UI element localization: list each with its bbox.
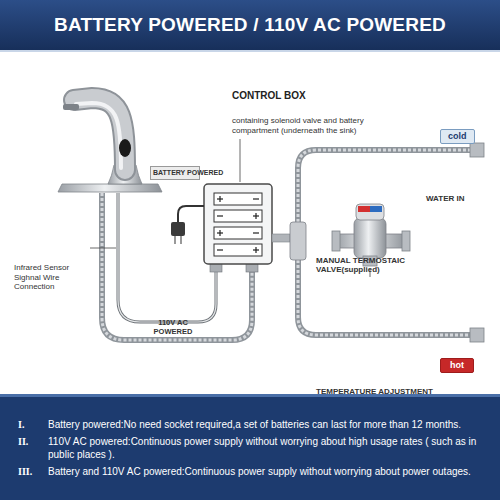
power-tag: BATTERY POWERED [150, 166, 200, 180]
sensor-wire [118, 193, 216, 322]
power-plug [180, 236, 182, 244]
note-text: Battery powered:No need socket required,… [48, 419, 484, 432]
thermostatic-valve [332, 231, 340, 251]
list-numeral: II. [18, 436, 44, 461]
control-box [255, 247, 256, 253]
inlet-label: WATER IN [426, 194, 496, 204]
cold-hose [298, 143, 484, 222]
faucet-illustration [74, 98, 125, 170]
node-text: hot [450, 360, 464, 371]
faucet-illustration [76, 103, 121, 168]
control-box [219, 230, 220, 236]
thermostatic-valve [370, 206, 382, 212]
thermostatic-valve [358, 206, 370, 212]
part-name: Infrared Sensor Sighnal Wire Connection [14, 263, 90, 292]
control-box [204, 184, 272, 272]
sensor-wire [118, 193, 216, 322]
cold-hose [298, 150, 470, 222]
node-text: cold [448, 131, 467, 142]
power-plug [171, 206, 204, 244]
faucet-illustration [58, 98, 162, 192]
thermostatic-valve [402, 231, 410, 251]
hot-hose [470, 328, 484, 342]
power-label: 110V AC POWERED [146, 318, 200, 336]
part-name: MANUAL TERMOSTAIC VALVE(supplied) [316, 256, 446, 275]
notes-panel: I. Battery powered:No need socket require… [0, 394, 500, 500]
sensor-wire [118, 193, 216, 322]
cold-hose [470, 143, 484, 157]
tee-valve [290, 222, 306, 260]
control-box [255, 213, 256, 219]
leader-line [240, 139, 241, 182]
node-text: BATTERY POWERED [153, 169, 197, 177]
inlet-badge: hot [440, 358, 474, 373]
inlet-badge: cold [440, 129, 475, 144]
control-box [214, 227, 262, 239]
control-box [217, 196, 259, 253]
control-box [219, 196, 220, 202]
list-numeral: I. [18, 419, 44, 432]
control-box [214, 210, 262, 222]
faucet-illustration [74, 98, 125, 170]
control-box [217, 215, 223, 216]
faucet-illustration [58, 184, 162, 192]
pipe [272, 234, 290, 242]
title-band [0, 0, 500, 50]
note-text: 110V AC powered:Continuous power supply … [48, 436, 484, 461]
control-box [204, 184, 272, 264]
control-box [214, 193, 262, 205]
note-text: Battery and 110V AC powered:Continuous p… [48, 466, 484, 479]
part-heading: CONTROL BOX [232, 90, 382, 102]
faucet-illustration [119, 139, 131, 157]
thermostatic-valve [356, 204, 384, 220]
control-box [214, 244, 262, 256]
power-plug [174, 236, 176, 244]
title-rule [0, 50, 500, 52]
thermostatic-valve [354, 218, 386, 258]
power-plug [171, 222, 185, 236]
part-description: containing solenoid valve and battery co… [232, 116, 370, 135]
control-box [217, 249, 223, 250]
page-title: BATTERY POWERED / 110V AC POWERED [0, 0, 500, 50]
leader-line [90, 248, 116, 249]
cold-hose [298, 150, 470, 222]
power-plug [178, 206, 204, 222]
faucet-illustration [63, 104, 79, 110]
control-box [253, 198, 259, 199]
list-numeral: III. [18, 466, 44, 479]
control-box [253, 232, 259, 233]
